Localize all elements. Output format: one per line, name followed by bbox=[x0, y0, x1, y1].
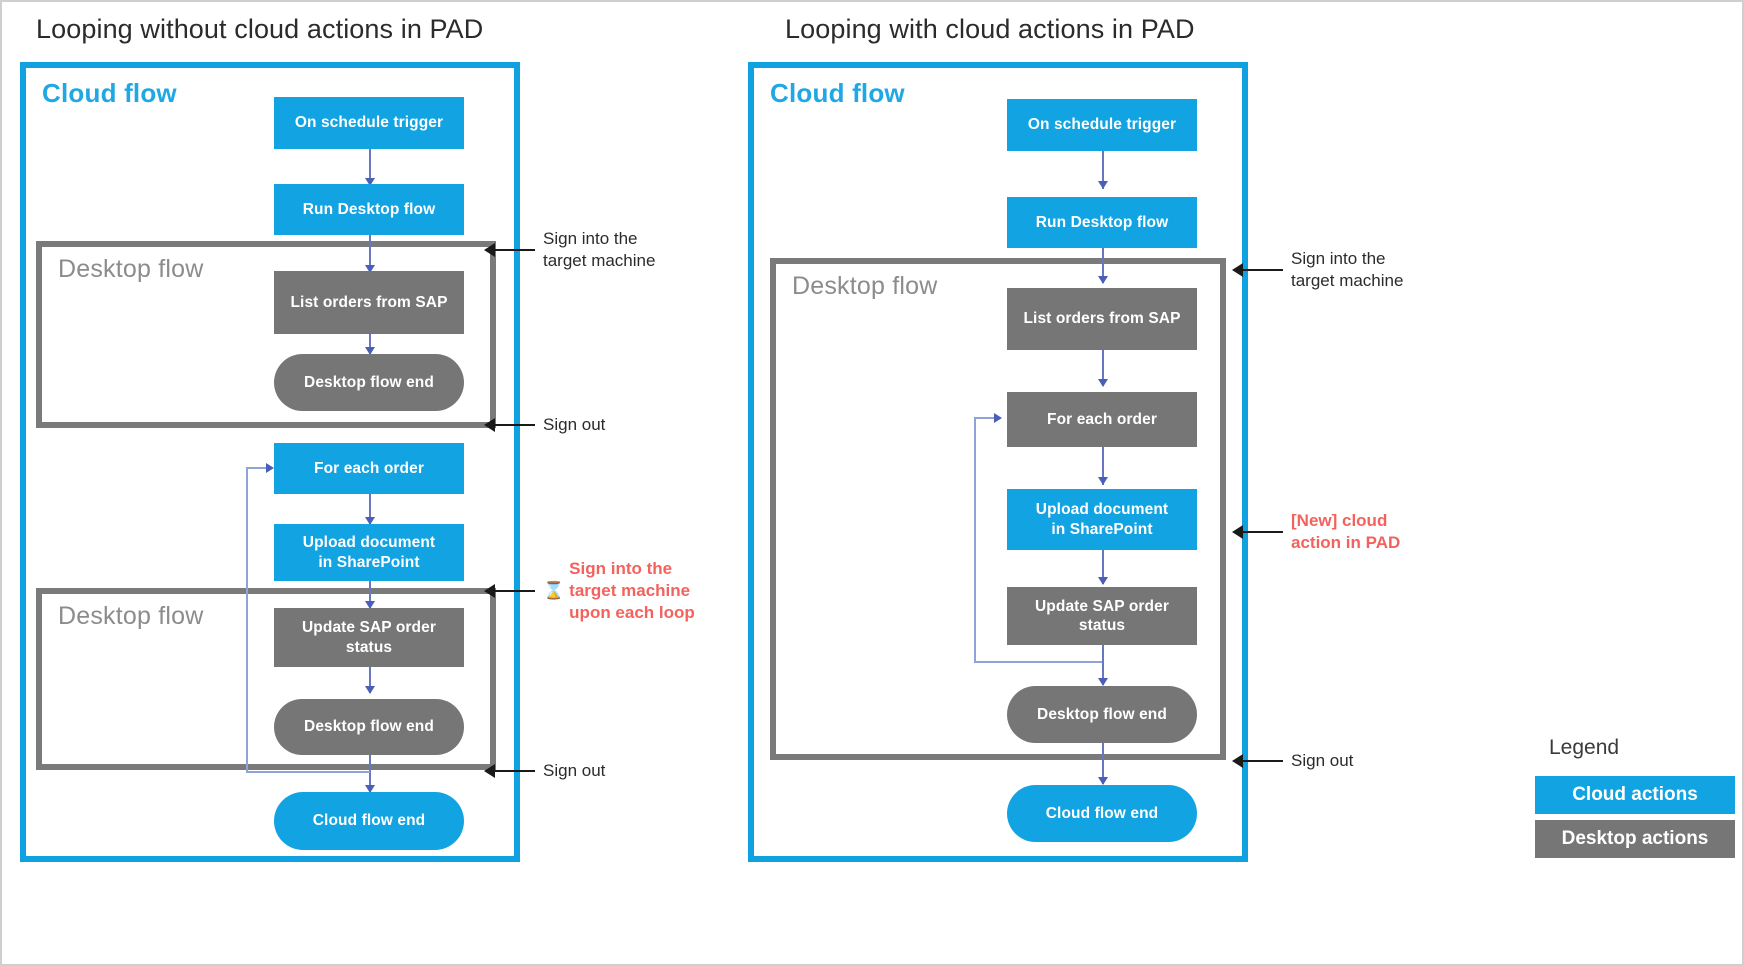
callout-text: Sign into the target machine bbox=[1291, 249, 1404, 291]
frame-right bbox=[1742, 0, 1744, 966]
callout-leader-line bbox=[495, 249, 535, 252]
node-list-orders-from-sap[interactable]: List orders from SAP bbox=[274, 271, 464, 334]
left-panel-title: Looping without cloud actions in PAD bbox=[36, 14, 484, 44]
connector-line bbox=[1102, 743, 1104, 784]
loop-back-segment-vertical bbox=[974, 418, 976, 663]
node-run-desktop-flow[interactable]: Run Desktop flow bbox=[274, 184, 464, 235]
callout-new-cloud-action-in-pad: [New] cloud action in PAD bbox=[1232, 510, 1400, 554]
connector-arrowhead bbox=[1098, 777, 1108, 785]
loop-back-arrowhead bbox=[994, 413, 1002, 423]
connector-line bbox=[369, 334, 371, 354]
connector-arrowhead bbox=[365, 601, 375, 609]
connector-line bbox=[1102, 447, 1104, 485]
callout-sign-out-left-1: Sign out bbox=[484, 414, 605, 436]
legend-item-cloud-actions: Cloud actions bbox=[1535, 776, 1735, 814]
callout-sign-into-target-each-loop: ⌛ Sign into the target machine upon each… bbox=[484, 558, 695, 624]
connector-arrowhead bbox=[365, 686, 375, 694]
legend-item-desktop-actions: Desktop actions bbox=[1535, 820, 1735, 858]
frame-bottom bbox=[0, 964, 1744, 966]
callout-sign-into-target-machine-right: Sign into the target machine bbox=[1232, 248, 1403, 292]
callout-arrowhead-icon bbox=[1232, 263, 1243, 278]
loop-back-segment-top bbox=[246, 467, 272, 469]
callout-arrowhead-icon bbox=[1232, 754, 1243, 769]
callout-arrowhead-icon bbox=[484, 418, 495, 433]
connector-arrowhead bbox=[365, 517, 375, 525]
left-desktop-flow-group-1: Desktop flow bbox=[36, 241, 496, 428]
loop-back-segment-bottom bbox=[974, 661, 1102, 663]
left-cloud-flow-label: Cloud flow bbox=[42, 78, 177, 108]
callout-text: [New] cloud action in PAD bbox=[1291, 511, 1401, 553]
left-desktop-flow-label-1: Desktop flow bbox=[58, 255, 204, 283]
callout-text: Sign out bbox=[1291, 751, 1354, 770]
callout-text: Sign into the target machine bbox=[543, 229, 656, 271]
loop-back-segment-vertical bbox=[246, 468, 248, 773]
node-list-orders-from-sap[interactable]: List orders from SAP bbox=[1007, 288, 1197, 350]
callout-text: Sign out bbox=[543, 415, 606, 434]
callout-leader-line bbox=[495, 770, 535, 773]
connector-line bbox=[369, 494, 371, 524]
node-desktop-flow-end-1[interactable]: Desktop flow end bbox=[274, 354, 464, 411]
callout-sign-out-right: Sign out bbox=[1232, 750, 1353, 772]
legend-title: Legend bbox=[1549, 736, 1620, 759]
connector-arrowhead bbox=[365, 265, 375, 273]
node-cloud-flow-end[interactable]: Cloud flow end bbox=[274, 792, 464, 850]
connector-line bbox=[369, 581, 371, 608]
connector-line bbox=[369, 667, 371, 693]
connector-line bbox=[1102, 550, 1104, 584]
node-for-each-order[interactable]: For each order bbox=[274, 443, 464, 494]
connector-line bbox=[1102, 350, 1104, 386]
node-on-schedule-trigger[interactable]: On schedule trigger bbox=[274, 97, 464, 149]
callout-text: Sign out bbox=[543, 761, 606, 780]
callout-arrowhead-icon bbox=[484, 584, 495, 599]
loop-back-segment-bottom bbox=[246, 771, 370, 773]
connector-line bbox=[1102, 248, 1104, 283]
callout-text: Sign into the target machine upon each l… bbox=[569, 559, 695, 623]
right-panel-title: Looping with cloud actions in PAD bbox=[785, 14, 1195, 44]
connector-arrowhead bbox=[1098, 181, 1108, 189]
connector-line bbox=[369, 755, 371, 792]
connector-arrowhead bbox=[1098, 276, 1108, 284]
node-cloud-flow-end[interactable]: Cloud flow end bbox=[1007, 785, 1197, 842]
connector-arrowhead bbox=[1098, 678, 1108, 686]
left-desktop-flow-group-2: Desktop flow bbox=[36, 588, 496, 770]
right-cloud-flow-label: Cloud flow bbox=[770, 78, 905, 108]
connector-arrowhead bbox=[365, 785, 375, 793]
callout-arrowhead-icon bbox=[1232, 525, 1243, 540]
loop-back-segment-top bbox=[974, 417, 1000, 419]
connector-arrowhead bbox=[365, 178, 375, 186]
left-desktop-flow-label-2: Desktop flow bbox=[58, 602, 204, 630]
node-upload-document-sharepoint[interactable]: Upload document in SharePoint bbox=[274, 524, 464, 581]
node-desktop-flow-end-2[interactable]: Desktop flow end bbox=[274, 699, 464, 755]
callout-arrowhead-icon bbox=[484, 764, 495, 779]
callout-leader-line bbox=[1243, 760, 1283, 763]
right-desktop-flow-group: Desktop flow bbox=[770, 258, 1226, 760]
callout-leader-line bbox=[1243, 269, 1283, 272]
node-upload-document-sharepoint[interactable]: Upload document in SharePoint bbox=[1007, 489, 1197, 550]
frame-left bbox=[0, 0, 2, 966]
connector-arrowhead bbox=[1098, 577, 1108, 585]
connector-arrowhead bbox=[1098, 379, 1108, 387]
hourglass-icon: ⌛ bbox=[543, 581, 565, 601]
connector-line bbox=[1102, 645, 1104, 685]
node-run-desktop-flow[interactable]: Run Desktop flow bbox=[1007, 197, 1197, 248]
frame-top bbox=[0, 0, 1744, 2]
connector-arrowhead bbox=[365, 347, 375, 355]
connector-line bbox=[369, 235, 371, 273]
node-update-sap-order-status[interactable]: Update SAP order status bbox=[274, 608, 464, 667]
callout-sign-out-left-2: Sign out bbox=[484, 760, 605, 782]
callout-leader-line bbox=[1243, 531, 1283, 534]
connector-line bbox=[369, 149, 371, 186]
right-desktop-flow-label: Desktop flow bbox=[792, 272, 938, 300]
callout-leader-line bbox=[495, 424, 535, 427]
connector-line bbox=[1102, 151, 1104, 189]
callout-arrowhead-icon bbox=[484, 243, 495, 258]
node-update-sap-order-status[interactable]: Update SAP order status bbox=[1007, 587, 1197, 645]
node-for-each-order[interactable]: For each order bbox=[1007, 392, 1197, 447]
loop-back-arrowhead bbox=[266, 463, 274, 473]
connector-arrowhead bbox=[1098, 477, 1108, 485]
node-on-schedule-trigger[interactable]: On schedule trigger bbox=[1007, 99, 1197, 151]
callout-leader-line bbox=[495, 590, 535, 593]
callout-sign-into-target-machine-left: Sign into the target machine bbox=[484, 228, 655, 272]
node-desktop-flow-end[interactable]: Desktop flow end bbox=[1007, 686, 1197, 743]
